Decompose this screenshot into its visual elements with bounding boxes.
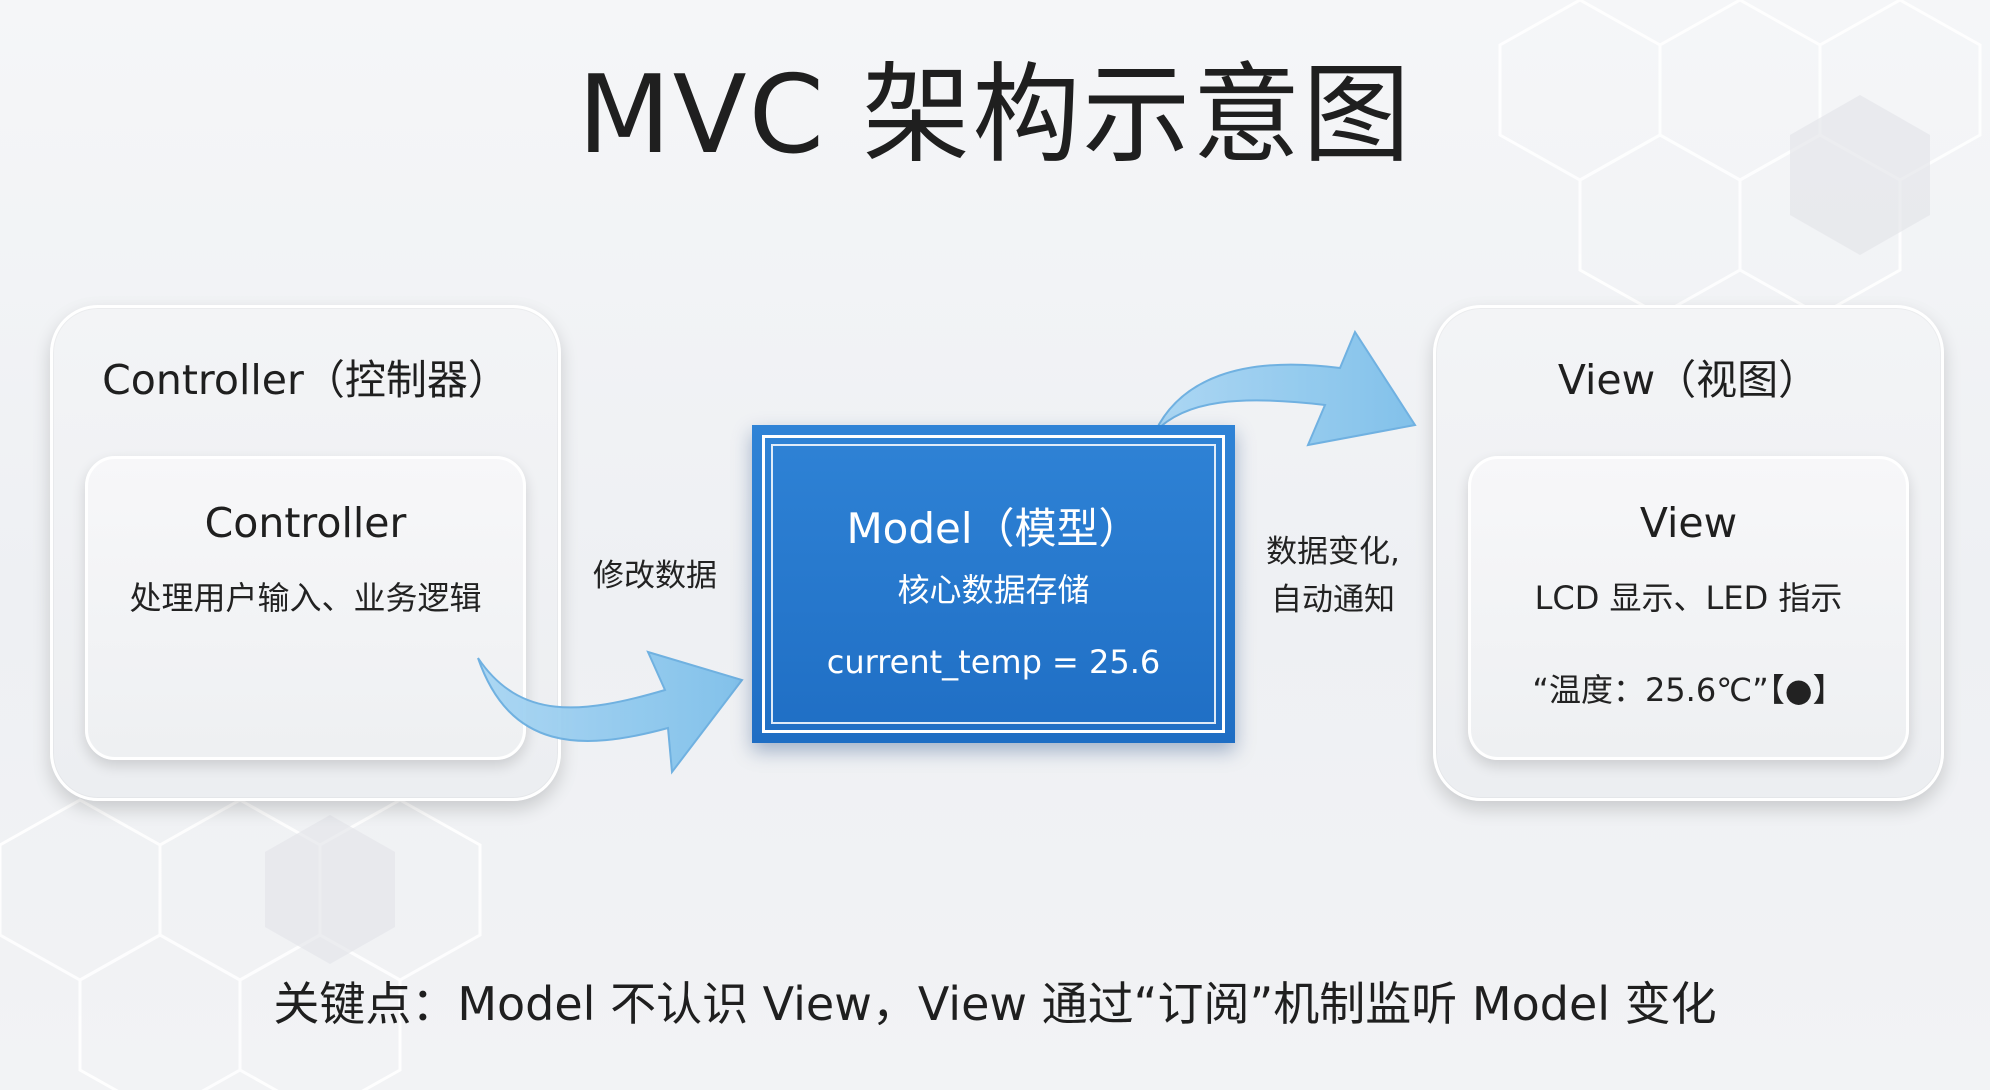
- view-inner-title: View: [1639, 499, 1738, 547]
- notify-label-line1: 数据变化,: [1266, 534, 1400, 570]
- model-frame-inner: [771, 444, 1216, 724]
- controller-inner-title: Controller: [204, 499, 407, 547]
- model-desc: 核心数据存储: [897, 571, 1090, 609]
- diagram-title: MVC 架构示意图: [577, 53, 1413, 178]
- view-inner-desc: LCD 显示、LED 指示: [1534, 579, 1843, 617]
- model-title: Model（模型）: [846, 504, 1141, 553]
- view-inner-card: View LCD 显示、LED 指示 “温度：25.6℃”【●】: [1468, 456, 1909, 760]
- model-box: Model（模型） 核心数据存储 current_temp = 25.6: [752, 425, 1235, 743]
- model-code: current_temp = 25.6: [826, 643, 1161, 681]
- view-inner-note: “温度：25.6℃”【●】: [1532, 671, 1845, 709]
- controller-inner-card: Controller 处理用户输入、业务逻辑: [85, 456, 526, 760]
- controller-outer-title: Controller（控制器）: [102, 356, 509, 404]
- modify-data-label: 修改数据: [593, 558, 717, 594]
- notify-label: 数据变化, 自动通知: [1238, 528, 1428, 624]
- controller-outer-card: Controller（控制器） Controller 处理用户输入、业务逻辑: [50, 305, 561, 801]
- model-frame-outer: [762, 435, 1225, 733]
- key-point-note: 关键点：Model 不认识 View，View 通过“订阅”机制监听 Model…: [273, 977, 1717, 1031]
- view-outer-title: View（视图）: [1557, 356, 1820, 404]
- controller-inner-desc: 处理用户输入、业务逻辑: [129, 579, 482, 617]
- notify-label-line2: 自动通知: [1271, 582, 1395, 618]
- view-outer-card: View（视图） View LCD 显示、LED 指示 “温度：25.6℃”【●…: [1433, 305, 1944, 801]
